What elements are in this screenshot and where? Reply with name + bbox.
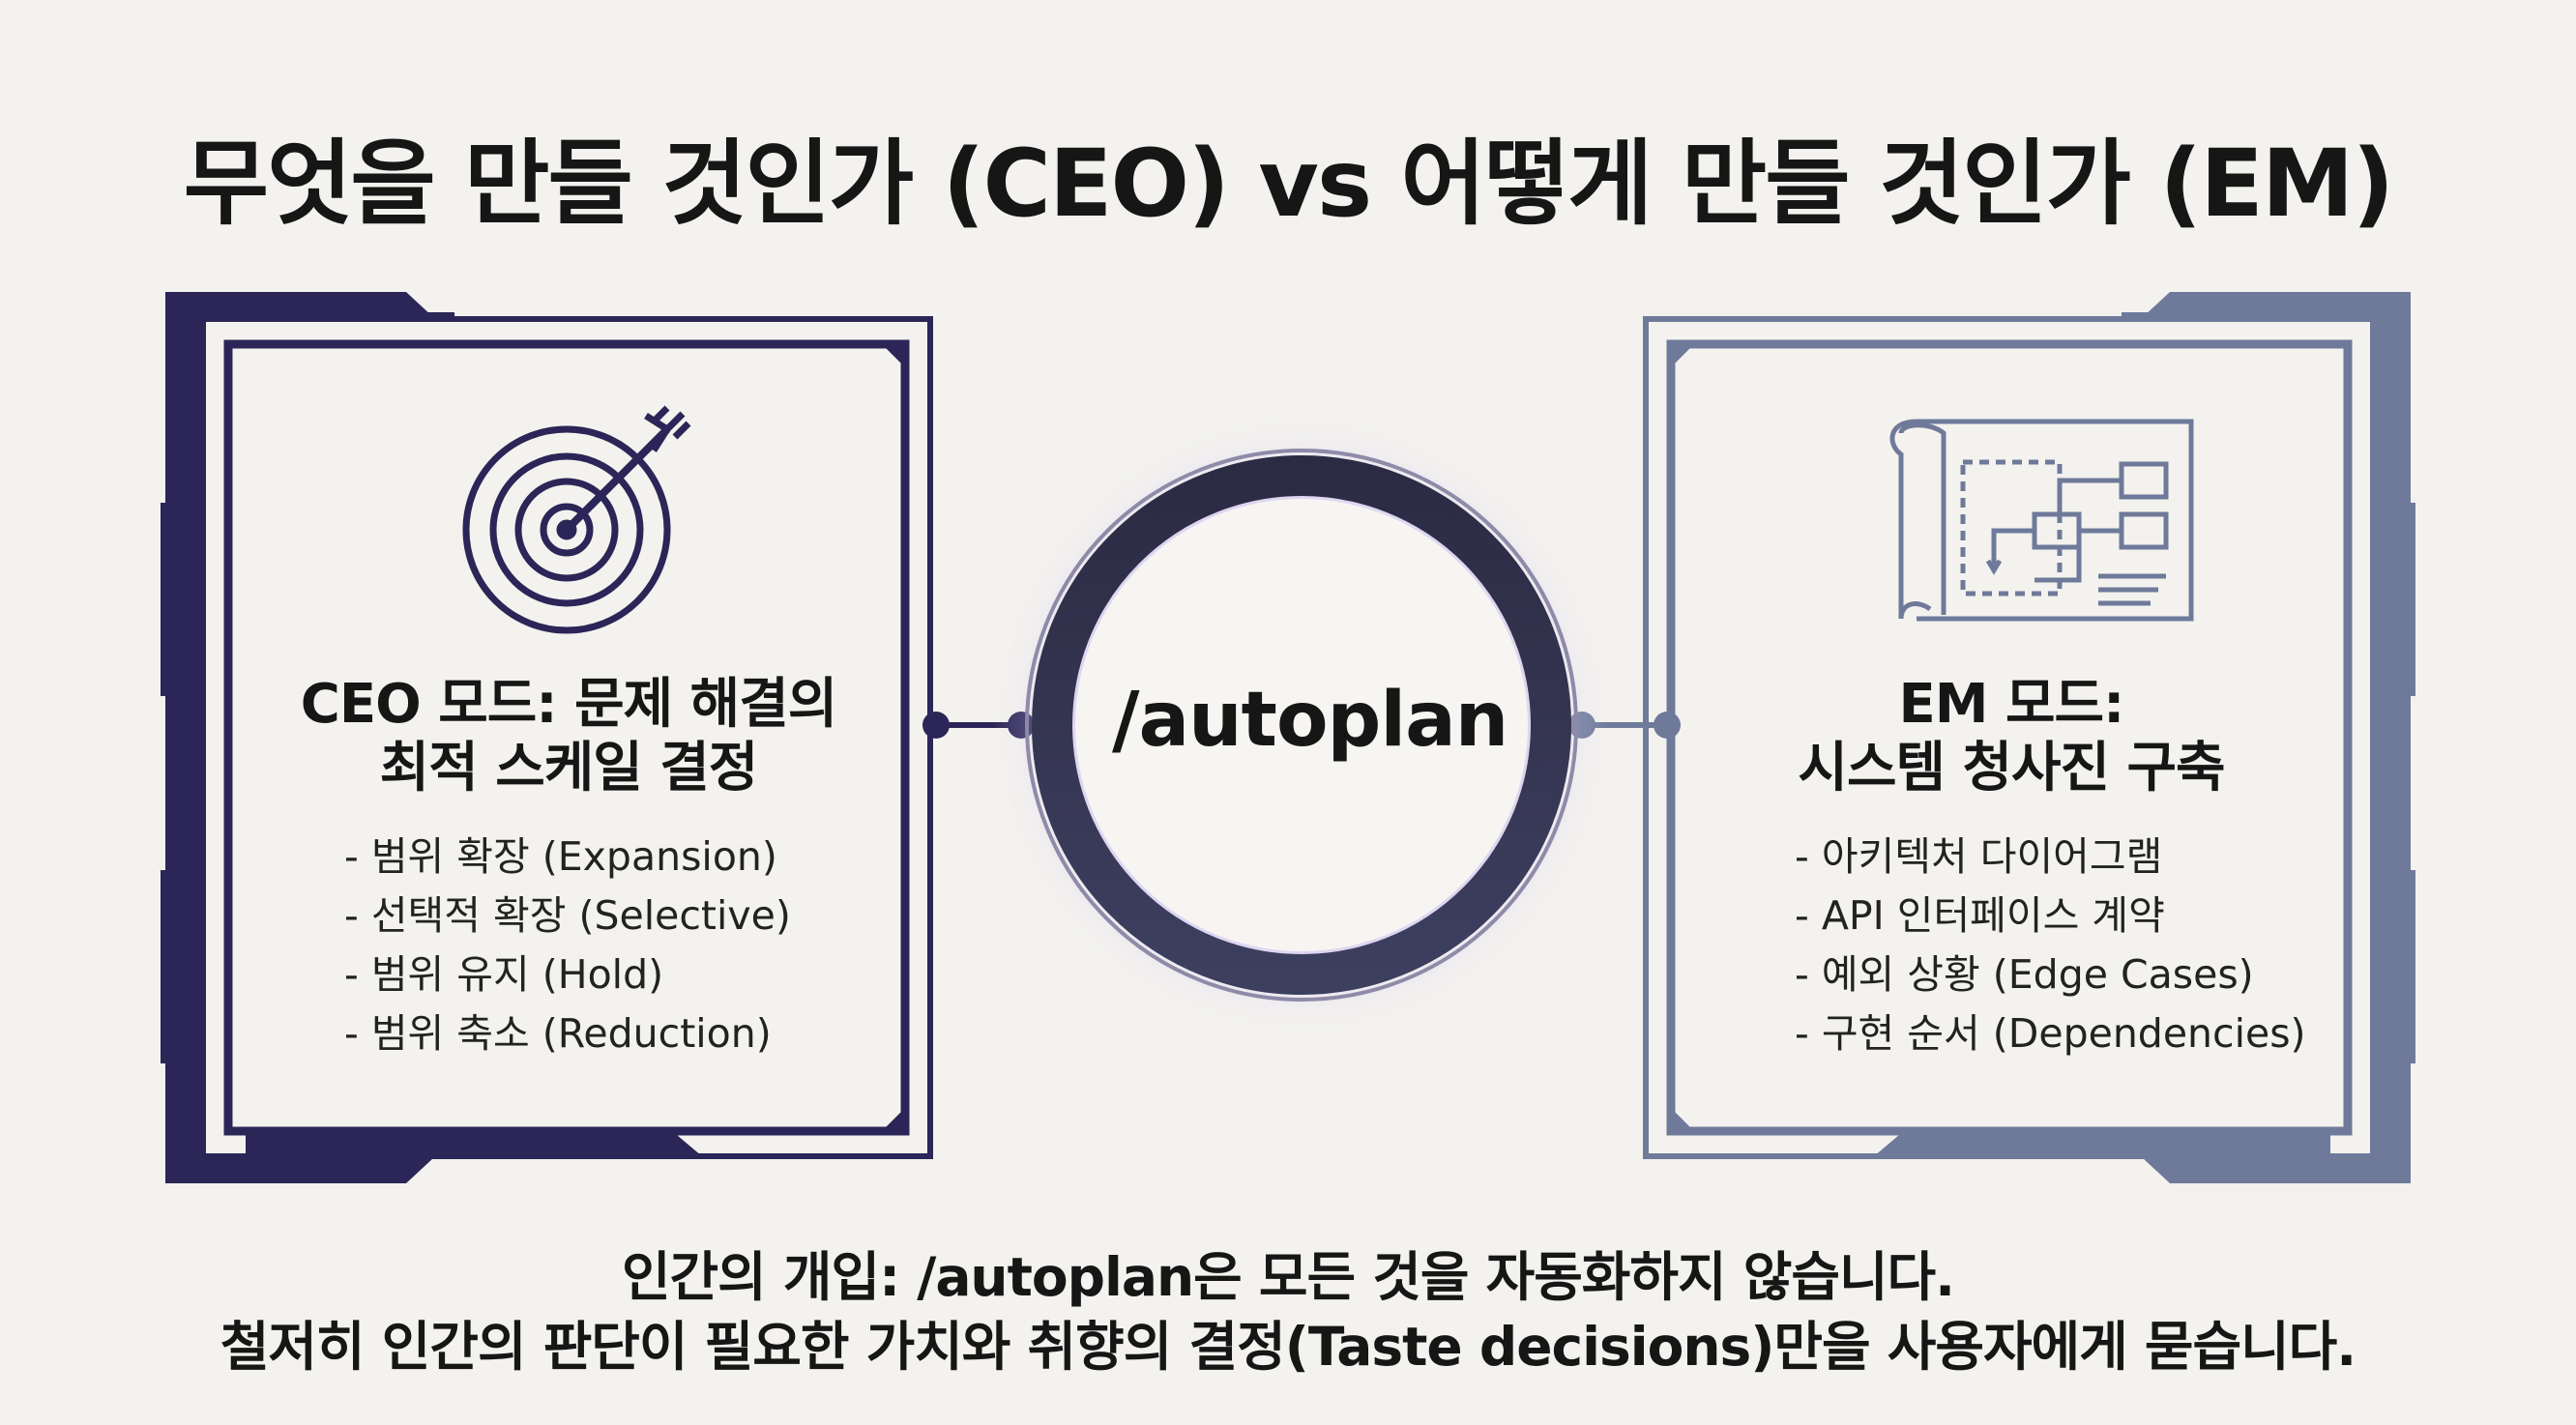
list-item: - 범위 확장 (Expansion) [344, 833, 777, 880]
autoplan-label: /autoplan [1112, 677, 1508, 764]
ceo-list: - 범위 확장 (Expansion) - 선택적 확장 (Selective)… [344, 828, 886, 1063]
footer-note: 인간의 개입: /autoplan은 모든 것을 자동화하지 않습니다. 철저히… [0, 1242, 2576, 1381]
list-item: - 선택적 확장 (Selective) [344, 892, 791, 939]
list-item: - 아키텍처 다이어그램 [1795, 833, 2163, 880]
autoplan-ring [992, 416, 1611, 1034]
em-heading-line2: 시스템 청사진 구축 [1798, 737, 2225, 800]
em-panel-frame [1643, 292, 2415, 1183]
target-arrow-icon [462, 405, 691, 634]
footer-line2: 철저히 인간의 판단이 필요한 가치와 취향의 결정(Taste decisio… [220, 1316, 2356, 1378]
ceo-heading-line2: 최적 스케일 결정 [379, 737, 759, 800]
list-item: - 예외 상황 (Edge Cases) [1795, 951, 2254, 998]
list-item: - API 인터페이스 계약 [1795, 892, 2165, 939]
ceo-panel-frame [161, 292, 933, 1183]
blueprint-icon [1889, 419, 2194, 622]
ceo-panel: CEO 모드: 문제 해결의 최적 스케일 결정 - 범위 확장 (Expans… [251, 673, 886, 1063]
list-item: - 범위 유지 (Hold) [344, 951, 664, 998]
em-list: - 아키텍처 다이어그램 - API 인터페이스 계약 - 예외 상황 (Edg… [1795, 828, 2328, 1063]
list-item: - 범위 축소 (Reduction) [344, 1010, 772, 1057]
list-item: - 구현 순서 (Dependencies) [1795, 1010, 2306, 1057]
em-panel: EM 모드: 시스템 청사진 구축 - 아키텍처 다이어그램 - API 인터페… [1694, 673, 2328, 1063]
footer-line1: 인간의 개입: /autoplan은 모든 것을 자동화하지 않습니다. [621, 1246, 1955, 1308]
em-heading-line1: EM 모드: [1898, 673, 2125, 736]
page-title: 무엇을 만들 것인가 (CEO) vs 어떻게 만들 것인가 (EM) [183, 130, 2394, 238]
ceo-heading-line1: CEO 모드: 문제 해결의 [300, 673, 837, 736]
